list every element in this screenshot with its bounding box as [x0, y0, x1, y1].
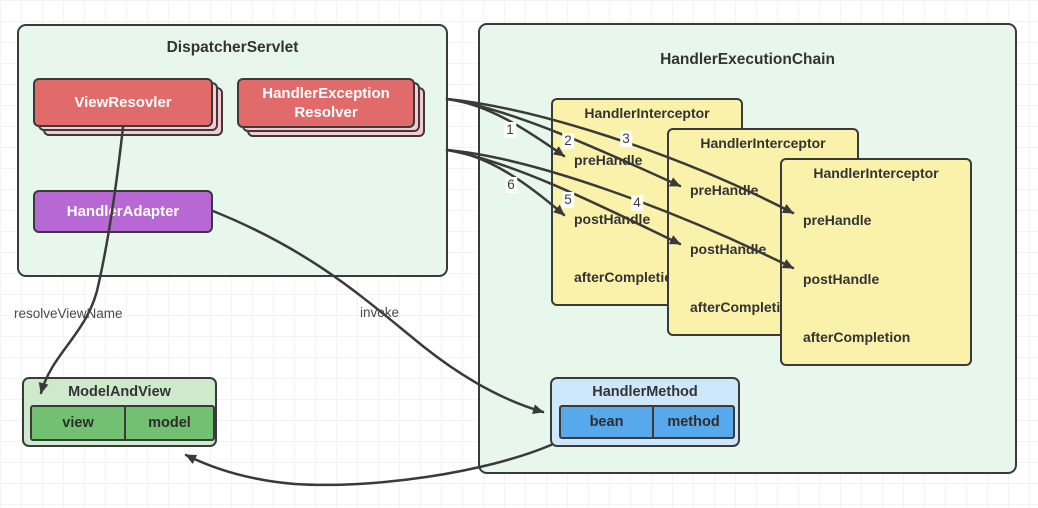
resolve-view-name-label: resolveViewName: [14, 306, 123, 321]
model-and-view-title: ModelAndView: [68, 384, 171, 400]
handler-exception-resolver-line1: HandlerException: [262, 85, 390, 102]
model-and-view-box: ModelAndView view model: [22, 377, 217, 447]
handler-method-cell-method: method: [652, 407, 733, 437]
model-and-view-cell-model: model: [124, 407, 213, 439]
sequence-number-3: 3: [620, 131, 632, 147]
handler-exception-resolver-line2: Resolver: [294, 104, 358, 121]
invoke-label: invoke: [360, 305, 400, 320]
model-and-view-cell-view: view: [62, 415, 94, 431]
handler-interceptor-3-title: HandlerInterceptor: [813, 165, 939, 181]
handler-execution-chain-title: HandlerExecutionChain: [660, 51, 835, 68]
view-resolver-label: ViewResovler: [74, 94, 172, 111]
handler-method-box: HandlerMethod bean method: [550, 377, 740, 447]
handler-method-title: HandlerMethod: [592, 384, 698, 400]
interceptor-1-preHandle: preHandle: [574, 152, 643, 168]
handler-method-cell-bean: bean: [589, 414, 624, 430]
interceptor-3-preHandle: preHandle: [803, 212, 872, 228]
interceptor-1-postHandle: postHandle: [574, 211, 651, 227]
handler-exception-resolver-label: HandlerException Resolver: [262, 84, 390, 122]
interceptor-3-afterCompletion: afterCompletion: [803, 329, 911, 345]
sequence-number-1: 1: [504, 122, 516, 138]
interceptor-1-afterCompletion: afterCompletion: [574, 269, 682, 285]
handler-interceptor-1-title: HandlerInterceptor: [584, 105, 710, 121]
handler-exception-resolver-node: HandlerException Resolver: [237, 78, 415, 128]
handler-adapter-label: HandlerAdapter: [66, 203, 180, 220]
model-and-view-cells: view model: [30, 405, 215, 441]
sequence-number-4: 4: [631, 195, 643, 211]
interceptor-3-postHandle: postHandle: [803, 271, 880, 287]
view-resolver-node: ViewResovler: [33, 78, 213, 127]
interceptor-2-afterCompletion: afterCompletion: [690, 299, 798, 315]
handler-method-cells: bean method: [559, 405, 735, 439]
handler-interceptor-2-title: HandlerInterceptor: [700, 135, 826, 151]
handler-adapter-node: HandlerAdapter: [33, 190, 213, 233]
sequence-number-2: 2: [562, 133, 574, 149]
dispatcher-servlet-title: DispatcherServlet: [166, 39, 299, 56]
interceptor-2-postHandle: postHandle: [690, 241, 767, 257]
handler-interceptor-3-box: HandlerInterceptor preHandle postHandle …: [780, 158, 972, 366]
dispatcher-servlet-box: DispatcherServlet: [17, 24, 448, 277]
sequence-number-6: 6: [505, 177, 517, 193]
sequence-number-5: 5: [562, 192, 574, 208]
interceptor-2-preHandle: preHandle: [690, 182, 759, 198]
